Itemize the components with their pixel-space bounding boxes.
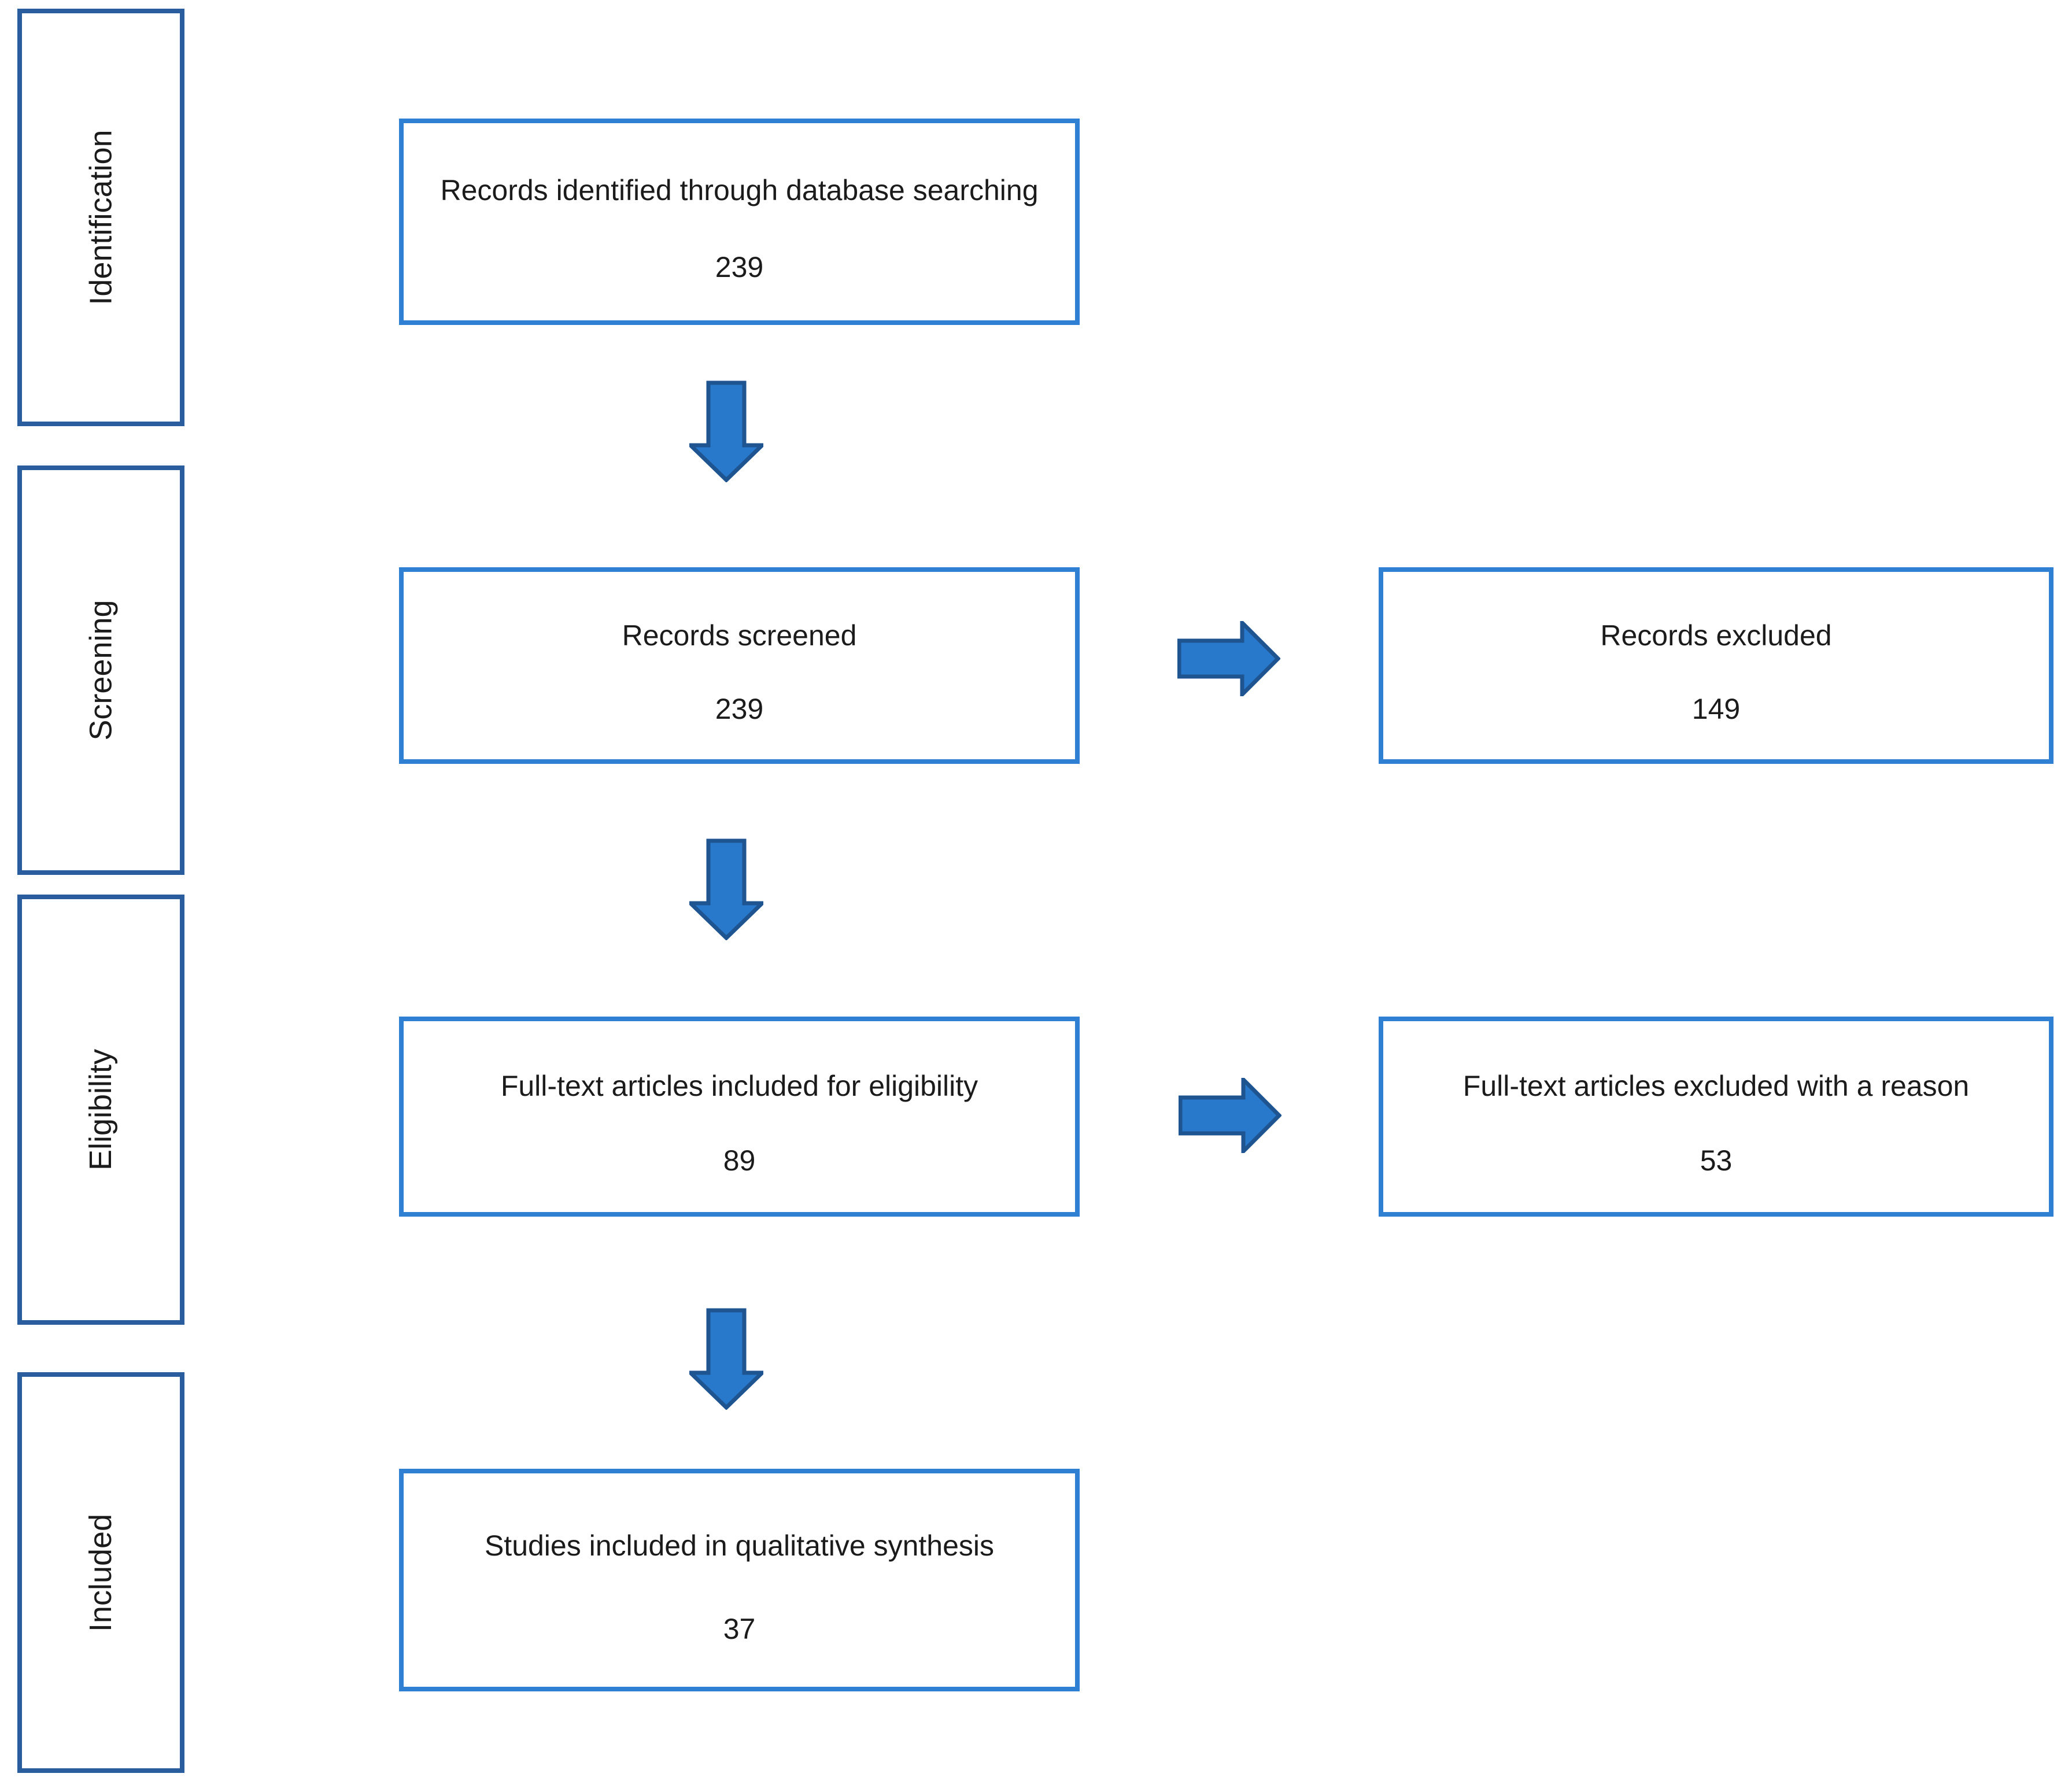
node-title: Records identified through database sear… <box>440 173 1039 206</box>
node-title: Records screened <box>622 619 857 652</box>
down-arrow-icon <box>689 1308 763 1410</box>
node-records-identified: Records identified through database sear… <box>399 119 1080 325</box>
node-title: Studies included in qualitative synthesi… <box>484 1529 995 1562</box>
stage-box-included: Included <box>17 1372 184 1773</box>
node-count: 89 <box>723 1144 756 1177</box>
stage-label-included: Included <box>83 1513 119 1632</box>
node-title: Records excluded <box>1600 619 1832 652</box>
node-title: Full-text articles included for eligibil… <box>500 1070 978 1103</box>
stage-label-screening: Screening <box>83 600 119 741</box>
node-count: 53 <box>1700 1144 1733 1177</box>
stage-label-eligibility: Eligibility <box>83 1048 119 1171</box>
node-count: 239 <box>715 692 764 725</box>
stage-label-identification: Identification <box>83 130 119 305</box>
right-arrow-icon <box>1177 621 1280 696</box>
node-records-excluded: Records excluded 149 <box>1379 567 2053 764</box>
stage-box-eligibility: Eligibility <box>17 895 184 1325</box>
stage-box-identification: Identification <box>17 9 184 426</box>
node-count: 37 <box>723 1613 756 1646</box>
node-studies-included: Studies included in qualitative synthesi… <box>399 1469 1080 1691</box>
right-arrow-icon <box>1179 1078 1281 1153</box>
node-count: 149 <box>1691 692 1741 725</box>
node-fulltext-eligibility: Full-text articles included for eligibil… <box>399 1017 1080 1217</box>
node-title: Full-text articles excluded with a reaso… <box>1462 1070 1970 1103</box>
node-fulltext-excluded: Full-text articles excluded with a reaso… <box>1379 1017 2053 1217</box>
node-count: 239 <box>715 250 764 283</box>
stage-box-screening: Screening <box>17 465 184 875</box>
node-records-screened: Records screened 239 <box>399 567 1080 764</box>
down-arrow-icon <box>689 380 763 482</box>
down-arrow-icon <box>689 838 763 940</box>
